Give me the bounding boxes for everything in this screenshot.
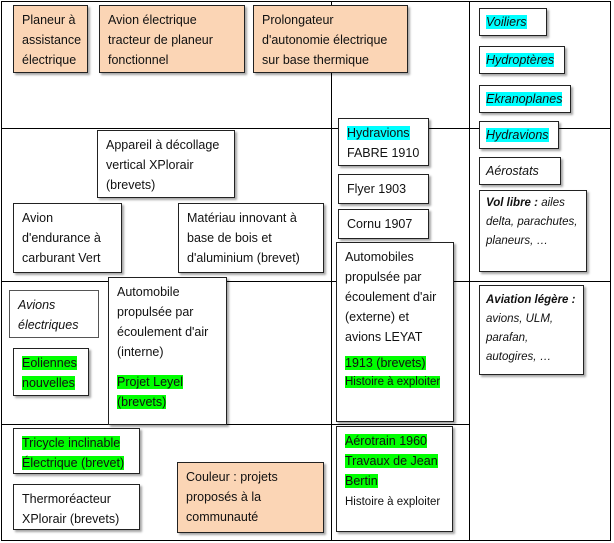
box-eoliennes: Eoliennes nouvelles — [13, 348, 89, 396]
box-ekranoplanes: Ekranoplanes — [479, 85, 571, 113]
box-automobile-externe-text: Automobiles propulsée par écoulement d'a… — [345, 250, 437, 344]
box-hydropteres-text: Hydroptères — [486, 53, 555, 67]
box-hydravions-text: Hydravions — [486, 128, 549, 142]
box-planeur-text: Planeur à assistance électrique — [22, 13, 82, 67]
box-thermoreacteur: Thermoréacteur XPlorair (brevets) — [13, 484, 140, 530]
box-thermoreacteur-text: Thermoréacteur XPlorair (brevets) — [22, 492, 120, 526]
box-flyer-text: Flyer 1903 — [347, 182, 407, 196]
box-cornu-text: Cornu 1907 — [347, 217, 413, 231]
frame-right — [610, 1, 611, 541]
divider-mid-column — [331, 1, 332, 541]
box-leyat-histoire: Histoire à exploiter — [345, 376, 441, 388]
box-vol-libre-text: ailes delta, parachutes, planeurs, … — [486, 197, 578, 247]
box-couleur-text: Couleur : projets proposés à la communau… — [186, 470, 278, 524]
box-voiliers: Voiliers — [479, 8, 547, 36]
box-flyer: Flyer 1903 — [338, 174, 429, 204]
box-hydravions-fabre-name: Hydravions — [347, 126, 410, 140]
box-automobile-interne: Automobile propulsée par écoulement d'ai… — [108, 277, 227, 425]
box-hydravions-fabre: Hydravions FABRE 1910 — [338, 118, 429, 166]
box-tricycle-text: Tricycle inclinable Électrique (brevet) — [22, 436, 125, 470]
box-automobile-externe: Automobiles propulsée par écoulement d'a… — [336, 242, 454, 422]
box-couleur: Couleur : projets proposés à la communau… — [177, 462, 324, 533]
box-aerotrain-histoire: Histoire à exploiter — [345, 496, 441, 508]
box-vol-libre: Vol libre : ailes delta, parachutes, pla… — [479, 190, 587, 272]
box-aviation-legere-text: avions, ULM, parafan, autogires, … — [486, 313, 554, 363]
box-avion-tracteur: Avion électrique tracteur de planeur fon… — [99, 5, 245, 73]
box-avion-endurance-text: Avion d'endurance à carburant Vert — [22, 211, 101, 265]
box-cornu: Cornu 1907 — [338, 209, 429, 239]
box-appareil-vertical-text: Appareil à décollage vertical XPlorair (… — [106, 138, 220, 192]
box-avion-tracteur-text: Avion électrique tracteur de planeur fon… — [108, 13, 213, 67]
box-tricycle: Tricycle inclinable Électrique (brevet) — [13, 428, 140, 474]
box-projet-leyel-text: Projet Leyel (brevets) — [117, 375, 184, 409]
box-automobile-interne-text: Automobile propulsée par écoulement d'ai… — [117, 285, 209, 359]
box-vol-libre-title: Vol libre : — [486, 197, 538, 209]
box-avions-electriques: Avions électriques — [9, 290, 99, 338]
box-appareil-vertical: Appareil à décollage vertical XPlorair (… — [97, 130, 235, 198]
box-planeur: Planeur à assistance électrique — [13, 5, 88, 73]
divider-row-middle — [1, 281, 470, 282]
box-aerotrain-text: Aérotrain 1960 Travaux de Jean Bertin — [345, 434, 438, 488]
box-aviation-legere-title: Aviation légère : — [486, 294, 576, 306]
box-hydravions-fabre-date: FABRE 1910 — [347, 146, 420, 160]
box-prolongateur: Prolongateur d'autonomie électrique sur … — [253, 5, 408, 73]
box-hydropteres: Hydroptères — [479, 46, 565, 74]
box-prolongateur-text: Prolongateur d'autonomie électrique sur … — [262, 13, 388, 67]
box-avion-endurance: Avion d'endurance à carburant Vert — [13, 203, 122, 273]
box-leyat-date: 1913 (brevets) — [345, 356, 426, 370]
box-aerostats-text: Aérostats — [486, 164, 539, 178]
box-voiliers-text: Voiliers — [486, 15, 527, 29]
box-materiau-text: Matériau innovant à base de bois et d'al… — [187, 211, 300, 265]
divider-row-right — [469, 281, 611, 282]
divider-row-lower — [1, 424, 470, 425]
divider-row-top — [1, 128, 611, 129]
box-aerotrain: Aérotrain 1960 Travaux de Jean Bertin Hi… — [336, 426, 453, 532]
box-aviation-legere: Aviation légère : avions, ULM, parafan, … — [479, 285, 584, 375]
box-materiau: Matériau innovant à base de bois et d'al… — [178, 203, 324, 273]
divider-right-column — [469, 1, 470, 541]
frame-left — [1, 1, 2, 541]
box-ekranoplanes-text: Ekranoplanes — [486, 92, 563, 106]
box-aerostats: Aérostats — [479, 157, 561, 185]
box-hydravions: Hydravions — [479, 121, 559, 149]
box-avions-electriques-text: Avions électriques — [18, 298, 79, 332]
box-eoliennes-text: Eoliennes nouvelles — [22, 356, 77, 390]
frame-top — [1, 1, 611, 2]
frame-bottom — [1, 540, 611, 541]
